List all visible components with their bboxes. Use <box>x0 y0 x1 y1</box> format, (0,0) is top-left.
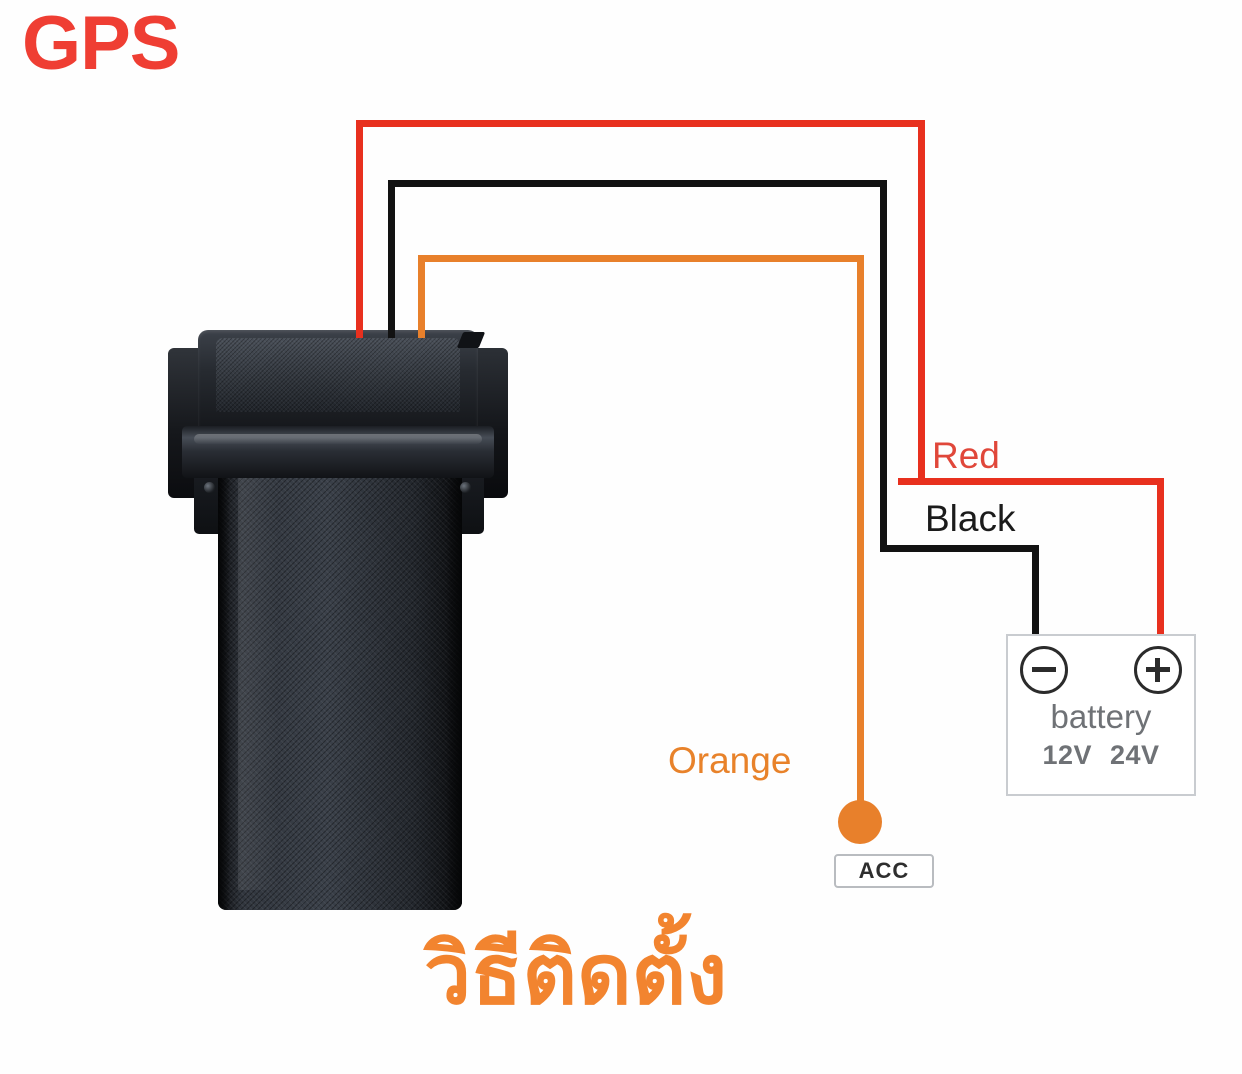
wire-black-segment-to-minus <box>880 545 1039 552</box>
wire-label-black: Black <box>925 498 1016 539</box>
device-body <box>218 438 462 910</box>
device-body-left-edge <box>218 438 230 910</box>
device-band-highlight <box>194 434 482 444</box>
device-cap-panel <box>216 338 460 412</box>
wire-orange-segment-device-up <box>418 255 425 338</box>
wire-red-segment-top <box>356 120 925 127</box>
battery-box: battery 12V 24V <box>1006 634 1196 796</box>
device-screw-left <box>204 482 215 493</box>
battery-voltage-labels: 12V 24V <box>1008 740 1194 771</box>
battery-voltage-24v: 24V <box>1110 740 1160 770</box>
device-body-highlight <box>238 460 278 890</box>
battery-negative-terminal-icon <box>1020 646 1068 694</box>
device-body-right-edge <box>446 438 462 910</box>
wire-orange-segment-down-to-acc <box>857 255 864 820</box>
wire-black-segment-right-down <box>880 180 887 552</box>
device-gloss-band <box>182 426 494 478</box>
page-title: GPS <box>22 1 180 86</box>
device-corner-notch <box>456 332 486 348</box>
install-caption: วิธีติดตั้ง <box>424 925 728 1023</box>
acc-label-box: ACC <box>834 854 934 888</box>
battery-voltage-12v: 12V <box>1042 740 1092 770</box>
wire-black-segment-device-up <box>388 180 395 338</box>
plus-bar-vertical <box>1155 658 1160 682</box>
wire-label-orange: Orange <box>668 740 792 781</box>
wire-black-segment-top <box>388 180 887 187</box>
gps-tracker-device <box>168 330 508 910</box>
battery-positive-terminal-icon <box>1134 646 1182 694</box>
wire-red-segment-device-up <box>356 120 363 338</box>
acc-terminal-dot <box>838 800 882 844</box>
wire-red-segment-to-plus <box>898 478 1164 485</box>
wire-orange-segment-top <box>418 255 864 262</box>
wire-red-segment-plus-down <box>1157 478 1164 640</box>
device-screw-right <box>460 482 471 493</box>
wire-black-segment-minus-down <box>1032 545 1039 640</box>
wire-red-segment-right-down <box>918 120 925 482</box>
minus-bar <box>1032 667 1056 672</box>
wire-label-red: Red <box>932 435 1000 476</box>
battery-label: battery <box>1050 698 1152 735</box>
